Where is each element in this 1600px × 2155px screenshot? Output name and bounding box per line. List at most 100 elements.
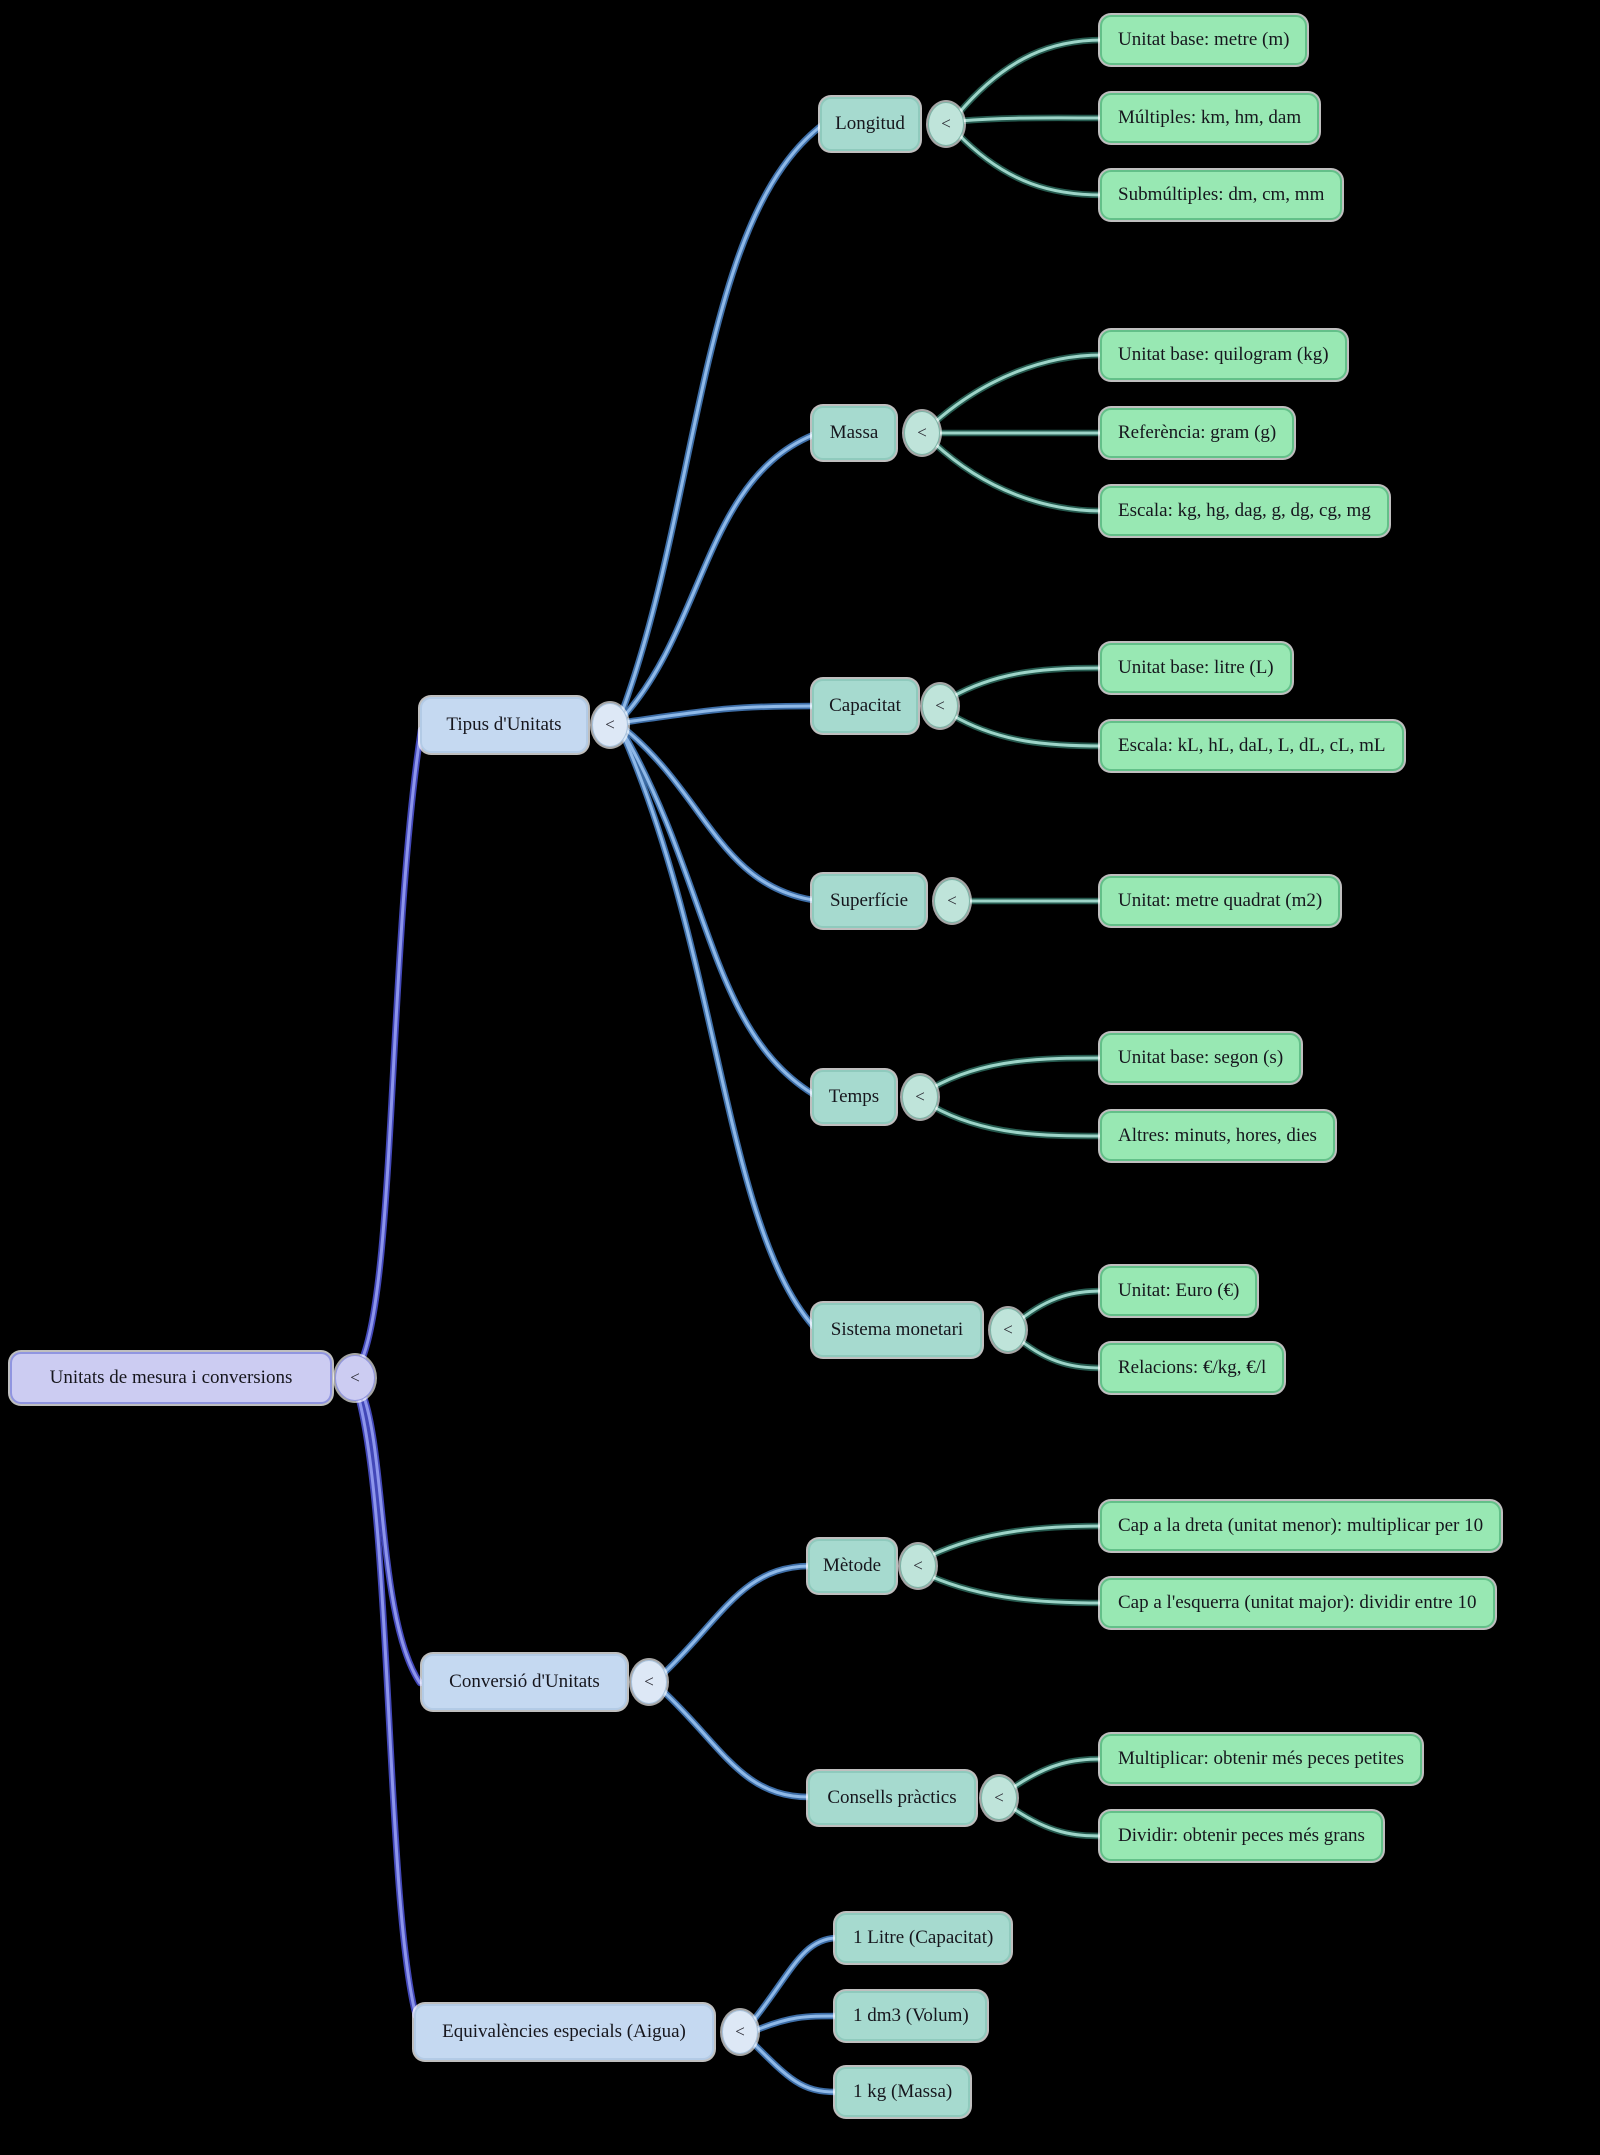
collapse-toggle-tipus[interactable]: <	[592, 703, 628, 747]
collapse-toggle-superficie[interactable]: <	[934, 879, 970, 923]
leaf-multiplicar-peces-petites: Multiplicar: obtenir més peces petites	[1100, 1734, 1422, 1784]
collapse-toggle-equivalencies[interactable]: <	[722, 2010, 758, 2054]
collapse-toggle-metode[interactable]: <	[900, 1544, 936, 1588]
edge-conversio-to-consells	[659, 1687, 813, 1801]
edge-capacitat-leaf-1	[950, 666, 1104, 699]
collapse-icon: <	[913, 1556, 923, 1575]
collapse-toggle-capacitat[interactable]: <	[922, 684, 958, 728]
edge-root-to-conversio	[360, 1390, 422, 1685]
edge-temps-leaf-2	[930, 1104, 1104, 1138]
edge-sistema-leaf-1	[1018, 1289, 1104, 1322]
edge-equivalencies-to-kg	[750, 2040, 838, 2094]
leaf-1-dm3-volum: 1 dm3 (Volum)	[835, 1991, 987, 2041]
leaf-unitat-base-segon: Unitat base: segon (s)	[1100, 1033, 1302, 1083]
edge-tipus-to-massa	[622, 433, 815, 718]
section-consells-practics: Consells pràctics	[808, 1771, 976, 1825]
edge-consells-leaf-2	[1009, 1805, 1104, 1838]
leaf-multiples-km-hm-dam: Múltiples: km, hm, dam	[1100, 93, 1320, 143]
leaf-1-litre-capacitat: 1 Litre (Capacitat)	[835, 1913, 1012, 1963]
edge-root-to-equivalencies	[356, 1393, 418, 2018]
edge-root-to-tipus	[356, 726, 425, 1368]
edge-tipus-to-sistema	[622, 735, 815, 1328]
collapse-icon: <	[605, 715, 615, 734]
collapse-icon: <	[941, 114, 951, 133]
edge-metode-leaf-2	[928, 1574, 1104, 1605]
leaf-relacions-euro: Relacions: €/kg, €/l	[1100, 1343, 1285, 1393]
edge-conversio-to-metode	[661, 1564, 811, 1676]
root-node: Unitats de mesura i conversions	[10, 1352, 332, 1404]
section-longitud: Longitud	[820, 97, 920, 151]
leaf-unitat-base-quilogram: Unitat base: quilogram (kg)	[1100, 330, 1347, 380]
edge-tipus-to-sistema	[620, 733, 817, 1330]
leaf-submultiples-dm-cm-mm: Submúltiples: dm, cm, mm	[1100, 170, 1343, 220]
edge-conversio-to-consells	[661, 1689, 811, 1799]
edge-massa-leaf-3	[932, 441, 1104, 513]
edge-longitud-leaf-3	[956, 132, 1104, 197]
edge-capacitat-leaf-2	[950, 713, 1104, 748]
collapse-icon: <	[735, 2022, 745, 2041]
edge-equivalencies-to-litre	[750, 1936, 838, 2024]
edge-equivalencies-to-kg	[748, 2038, 840, 2096]
edge-equivalencies-to-litre	[748, 1934, 840, 2026]
leaf-unitat-base-litre: Unitat base: litre (L)	[1100, 643, 1292, 693]
collapse-toggle-conversio[interactable]: <	[631, 1660, 667, 1704]
collapse-toggle-longitud[interactable]: <	[928, 102, 964, 146]
collapse-icon: <	[917, 423, 927, 442]
edge-tipus-to-longitud	[620, 124, 823, 714]
edge-tipus-to-temps	[622, 732, 815, 1096]
collapse-icon: <	[644, 1672, 654, 1691]
leaf-escala-capacitat: Escala: kL, hL, daL, L, dL, cL, mL	[1100, 721, 1404, 771]
edge-longitud-leaf-1	[954, 36, 1106, 118]
section-massa: Massa	[812, 406, 896, 460]
leaf-dividir-peces-grans: Dividir: obtenir peces més grans	[1100, 1811, 1383, 1861]
collapse-icon: <	[915, 1087, 925, 1106]
edge-equivalencies-to-dm3	[752, 2014, 838, 2033]
branch-equivalencies-especials: Equivalències especials (Aigua)	[414, 2004, 714, 2060]
leaf-unitat-euro: Unitat: Euro (€)	[1100, 1266, 1258, 1316]
edge-longitud-leaf-1	[956, 38, 1104, 116]
section-capacitat: Capacitat	[812, 679, 918, 733]
edge-conversio-to-metode	[659, 1562, 813, 1678]
edge-consells-leaf-1	[1009, 1757, 1104, 1791]
edge-consells-leaf-1	[1007, 1755, 1106, 1793]
edge-tipus-to-superficie	[624, 728, 815, 902]
edge-tipus-to-capacitat	[624, 704, 815, 724]
collapse-toggle-consells-practics[interactable]: <	[981, 1776, 1017, 1820]
section-sistema-monetari: Sistema monetari	[812, 1303, 982, 1357]
edge-massa-leaf-1	[930, 351, 1106, 427]
edge-tipus-to-longitud	[618, 122, 825, 716]
leaf-unitat-base-metre: Unitat base: metre (m)	[1100, 15, 1308, 65]
edge-root-to-tipus	[358, 728, 423, 1366]
edge-tipus-to-massa	[620, 431, 817, 720]
leaf-1-kg-massa: 1 kg (Massa)	[835, 2067, 971, 2117]
edge-root-to-conversio	[358, 1388, 424, 1687]
collapse-icon: <	[935, 696, 945, 715]
leaf-cap-a-la-dreta: Cap a la dreta (unitat menor): multiplic…	[1100, 1501, 1502, 1551]
collapse-toggle-temps[interactable]: <	[902, 1075, 938, 1119]
section-temps: Temps	[812, 1070, 896, 1124]
section-metode: Mètode	[808, 1539, 896, 1593]
collapse-icon: <	[1003, 1320, 1013, 1339]
edge-longitud-leaf-2	[958, 116, 1104, 123]
section-superficie: Superfície	[812, 874, 926, 928]
edge-massa-leaf-3	[930, 439, 1106, 515]
collapse-toggle-sistema-monetari[interactable]: <	[990, 1308, 1026, 1352]
edge-sistema-leaf-2	[1018, 1338, 1104, 1370]
leaf-altres-minuts-hores-dies: Altres: minuts, hores, dies	[1100, 1111, 1335, 1161]
leaf-referencia-gram: Referència: gram (g)	[1100, 408, 1295, 458]
collapse-toggle-massa[interactable]: <	[904, 411, 940, 455]
leaf-metre-quadrat: Unitat: metre quadrat (m2)	[1100, 876, 1341, 926]
edge-longitud-leaf-3	[954, 130, 1106, 199]
edge-temps-leaf-1	[930, 1056, 1104, 1090]
branch-tipus-dunitats: Tipus d'Unitats	[420, 697, 588, 753]
collapse-icon: <	[350, 1368, 360, 1387]
branch-conversio-dunitats: Conversió d'Unitats	[422, 1654, 627, 1710]
collapse-toggle-root[interactable]: <	[335, 1355, 375, 1401]
leaf-escala-massa: Escala: kg, hg, dag, g, dg, cg, mg	[1100, 486, 1389, 536]
leaf-cap-a-lesquerra: Cap a l'esquerra (unitat major): dividir…	[1100, 1578, 1495, 1628]
collapse-icon: <	[994, 1788, 1004, 1807]
edge-metode-leaf-1	[928, 1524, 1104, 1558]
collapse-icon: <	[947, 891, 957, 910]
